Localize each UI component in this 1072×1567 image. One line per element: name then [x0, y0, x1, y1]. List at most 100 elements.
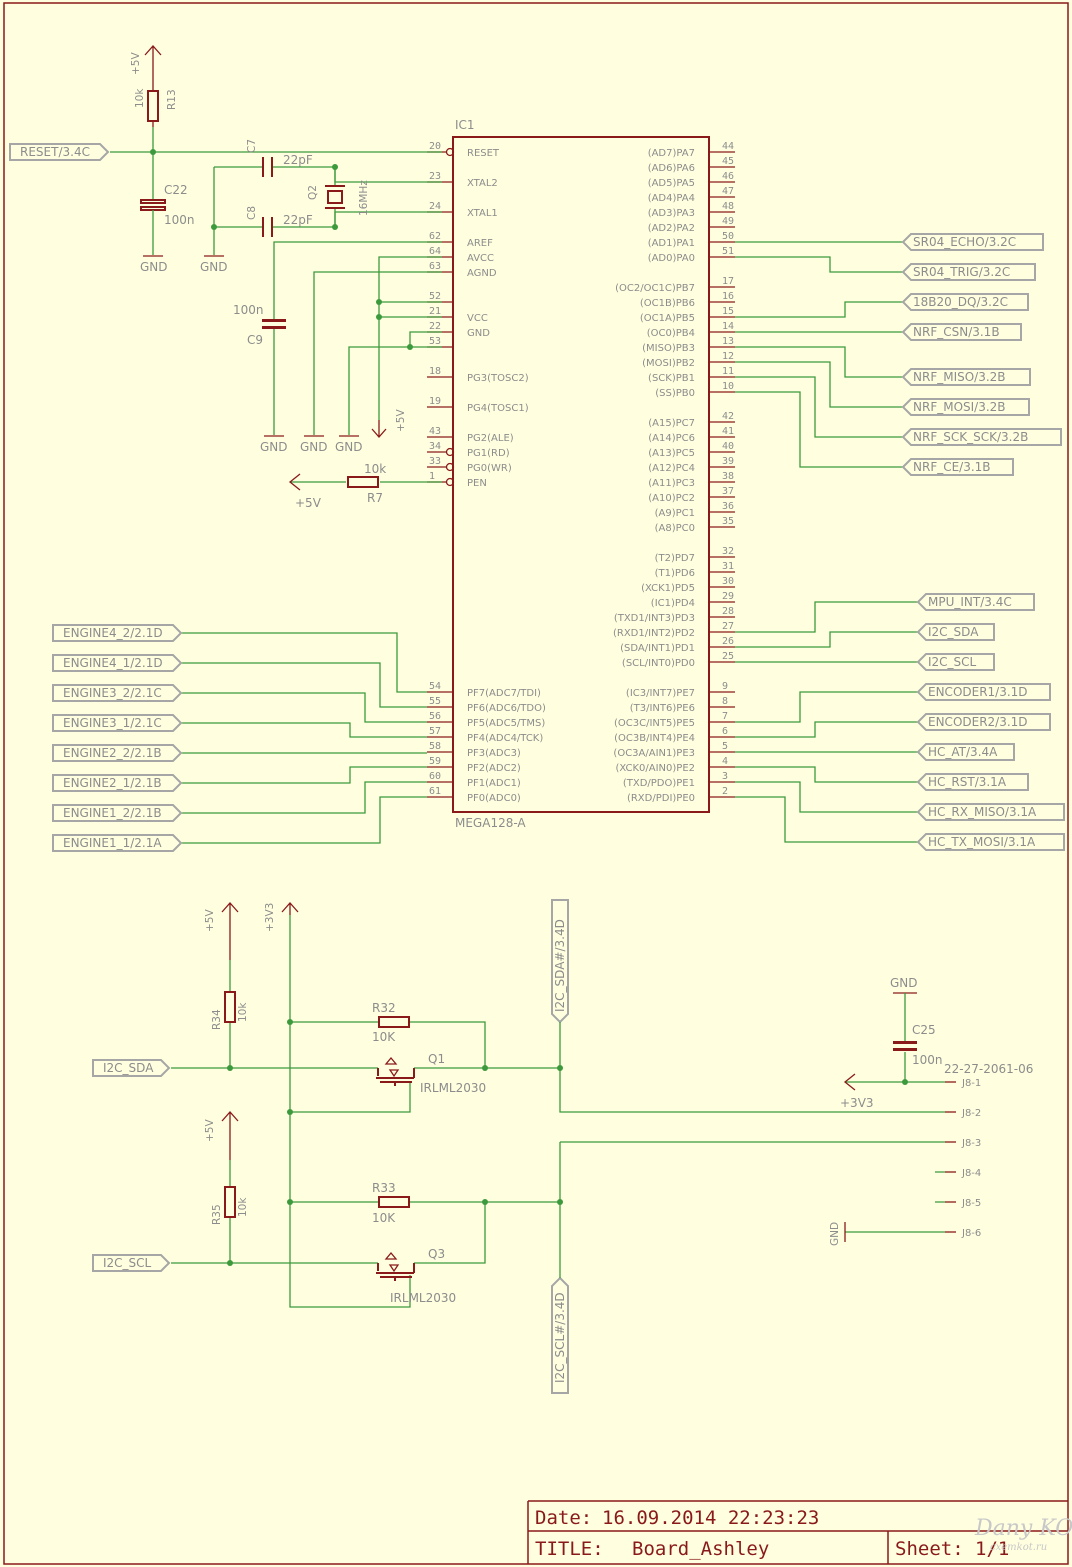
reset-circuit: +5V 10k R13 GND C22 100n — [110, 45, 442, 274]
pin-number: 24 — [429, 201, 441, 212]
ic1-pin-35: 35(A8)PC0 — [655, 516, 735, 534]
c9-gnd-label: GND — [260, 440, 288, 454]
ic1-pin-25: 25(SCL/INT0)PD0 — [622, 651, 735, 669]
ic1-pin-13: 13(MISO)PB3 — [642, 336, 735, 354]
pin-number: 30 — [722, 576, 734, 587]
pin-name: PF7(ADC7/TDI) — [467, 688, 541, 699]
r35-body — [224, 1186, 236, 1218]
j8-connector: 22-27-2061-06 GND C25 100n +3V3 GND J8-1… — [829, 976, 1033, 1246]
pin-name: (AD7)PA7 — [648, 148, 695, 159]
r34-body — [224, 991, 236, 1023]
pin-number: 51 — [722, 246, 734, 257]
net-label-text: I2C_SCL#/3.4D — [553, 1292, 567, 1383]
r33-ref: R33 — [372, 1181, 396, 1195]
ic1-body — [452, 136, 710, 813]
net-label-text: NRF_CSN/3.1B — [913, 325, 1000, 339]
net-label: I2C_SDA — [92, 1059, 171, 1077]
agnd-gnd-label: GND — [300, 440, 328, 454]
pin-name: AVCC — [467, 253, 494, 264]
pin-number: 32 — [722, 546, 734, 557]
pin-name: (A8)PC0 — [655, 523, 695, 534]
net-label-text: HC_AT/3.4A — [928, 745, 998, 759]
net-label: ENCODER1/3.1D — [916, 683, 1051, 701]
pin-number: 15 — [722, 306, 734, 317]
r35-value: 10k — [237, 1197, 249, 1217]
watermark-site: cxemkot.ru — [990, 1542, 1047, 1553]
j8-pin-label: J8-4 — [961, 1168, 981, 1179]
pin-number: 57 — [429, 726, 441, 737]
ic1-pin-4: 4(XCK0/AIN0)PE2 — [615, 756, 735, 774]
net-label: NRF_SCK_SCK/3.2B — [901, 428, 1062, 446]
ic1-pin-37: 37 (A10)PC2 — [648, 486, 735, 504]
q1-ref: Q1 — [428, 1052, 445, 1066]
net-label-text: I2C_SCL — [103, 1256, 152, 1270]
pin-name: (A10)PC2 — [648, 493, 695, 504]
pin-name: (RXD1/INT2)PD2 — [613, 628, 695, 639]
pin-name: PF5(ADC5/TMS) — [467, 718, 545, 729]
pin-number: 44 — [722, 141, 734, 152]
pin-number: 58 — [429, 741, 441, 752]
net-label-text: HC_RST/3.1A — [928, 775, 1007, 789]
net-label-text: I2C_SCL — [928, 655, 977, 669]
pin-number: 6 — [722, 726, 728, 737]
net-label-text: ENGINE1_2/2.1B — [63, 806, 162, 820]
pin-number: 28 — [722, 606, 734, 617]
net-label: SR04_ECHO/3.2C — [901, 233, 1044, 251]
ic1-pin-52: 52 — [427, 291, 453, 303]
pin-name: (SDA/INT1)PD1 — [620, 643, 695, 654]
pin-number: 20 — [429, 141, 441, 152]
digital-gnd-label: GND — [335, 440, 363, 454]
pin-number: 46 — [722, 171, 734, 182]
c7-value: 22pF — [283, 153, 313, 167]
pin-number: 8 — [722, 696, 728, 707]
j8-pin-label: J8-3 — [961, 1138, 981, 1149]
sheet-label: Sheet: — [895, 1538, 964, 1560]
ic1-pin-28: 28(TXD1/INT3)PD3 — [614, 606, 735, 624]
j8-pin-label: J8-6 — [961, 1228, 981, 1239]
pin-name: PEN — [467, 478, 487, 489]
ic1-pin-53: 53 — [427, 336, 453, 348]
ic1-pin-5: 5(OC3A/AIN1)PE3 — [613, 741, 735, 759]
ic1-pin-50: 50(AD1)PA1 — [648, 231, 735, 249]
c9-plate-bottom — [262, 326, 286, 329]
ic1-pin-32: 32(T2)PD7 — [655, 546, 735, 564]
net-label: MPU_INT/3.4C — [916, 593, 1035, 611]
j8-plus3v3-label: +3V3 — [840, 1096, 874, 1110]
q2-crystal-body — [327, 190, 343, 204]
power-decoupling: 100n C9 GND GND GND +5V +5V 10k R7 — [233, 241, 442, 510]
ic1-pin-41: 41(A14)PC6 — [648, 426, 735, 444]
crystal-circuit: C7 22pF C8 22pF Q2 16MHz GND — [200, 139, 442, 274]
c25-ref: C25 — [912, 1023, 936, 1037]
net-label-text: NRF_MISO/3.2B — [913, 370, 1006, 384]
j8-pin: J8-4 — [945, 1168, 981, 1179]
pin-name: PF4(ADC4/TCK) — [467, 733, 543, 744]
pin-name: PG4(TOSC1) — [467, 403, 529, 414]
pin-name: XTAL2 — [467, 178, 498, 189]
j8-pin: J8-5 — [945, 1198, 981, 1209]
pin-name: (XCK0/AIN0)PE2 — [615, 763, 695, 774]
pin-name: (A12)PC4 — [648, 463, 695, 474]
pin-number: 13 — [722, 336, 734, 347]
c25-plate-bottom — [893, 1048, 917, 1051]
ic1-pin-36: 36(A9)PC1 — [655, 501, 735, 519]
net-label: ENGINE1_2/2.1B — [52, 804, 183, 822]
q3-mosfet: Q3 IRLML2030 — [376, 1247, 456, 1305]
net-label-text: NRF_CE/3.1B — [913, 460, 991, 474]
ic1-pin-14: 14(OC0)PB4 — [647, 321, 735, 339]
pin-number: 37 — [722, 486, 734, 497]
pin-name: (TXD/PDO)PE1 — [623, 778, 695, 789]
plus5v-arrow-r34 — [221, 902, 239, 960]
net-label-text: SR04_ECHO/3.2C — [913, 235, 1016, 249]
ic1-right-pins: 44(AD7)PA745(AD6)PA646(AD5)PA547(AD4)PA4… — [613, 141, 735, 804]
sheet-frame — [3, 2, 1069, 1565]
net-label-text: I2C_SDA — [103, 1061, 154, 1075]
ic1-pin-30: 30(XCK1)PD5 — [641, 576, 735, 594]
pin-name: (IC3/INT7)PE7 — [626, 688, 695, 699]
pin-number: 3 — [722, 771, 728, 782]
net-label-text: ENGINE1_1/2.1A — [63, 836, 162, 850]
net-label: SR04_TRIG/3.2C — [901, 263, 1036, 281]
